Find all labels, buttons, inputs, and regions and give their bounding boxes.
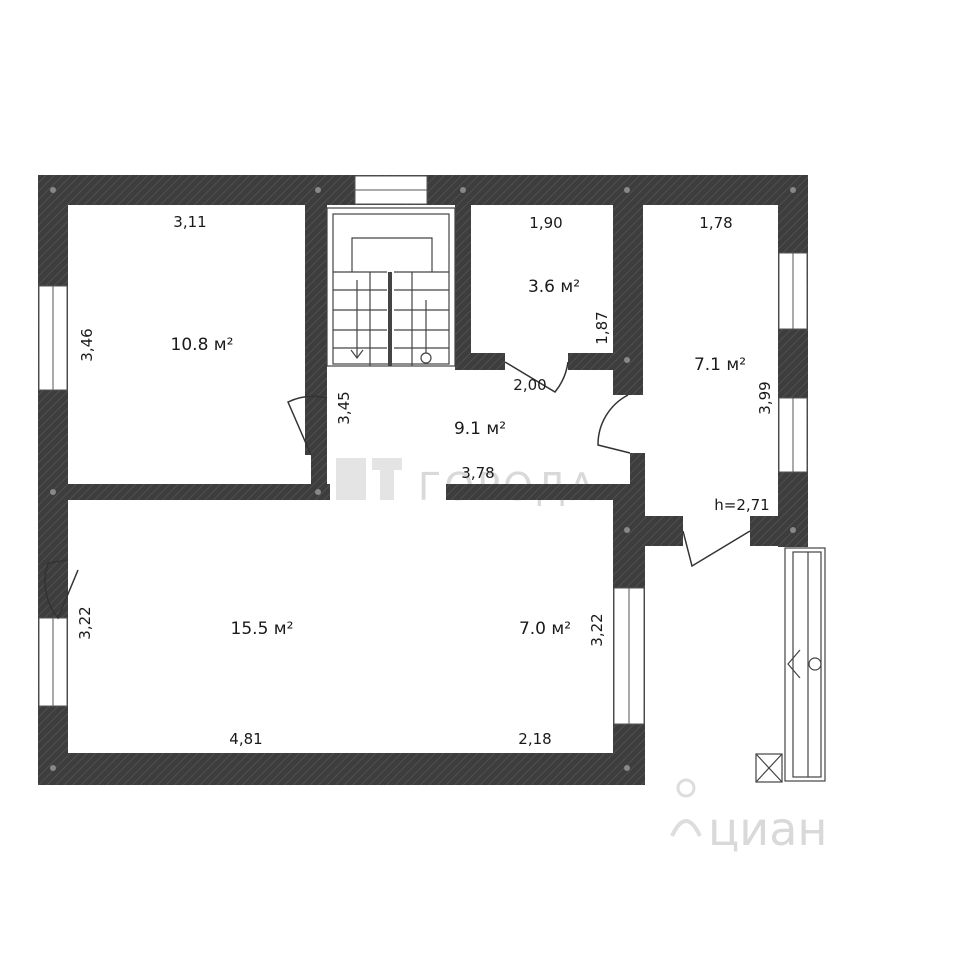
door-right-bottom (682, 530, 751, 568)
inner-wall-mid-right (446, 484, 645, 500)
balcony (755, 547, 826, 783)
outer-wall-bottom (38, 753, 645, 785)
door-right-room (597, 394, 631, 454)
stair-start-marker (420, 352, 432, 364)
depth-small-room: 1,87 (593, 311, 611, 344)
width-room-bottom-left: 4,81 (229, 730, 262, 748)
balcony-vent (755, 753, 783, 783)
inner-wall-right-room-lower (630, 453, 645, 500)
width-room-bottom-right: 2,18 (518, 730, 551, 748)
wall-joint-dots (50, 187, 796, 771)
door-top-left-room (287, 395, 328, 456)
area-small-room: 3.6 м² (528, 277, 580, 297)
door-entrance-left (44, 559, 79, 620)
doors (44, 361, 751, 620)
windows (38, 175, 808, 725)
area-room-right: 7.1 м² (694, 355, 746, 375)
width-stair-hall: 3,78 (461, 464, 494, 482)
area-stair-hall: 9.1 м² (454, 419, 506, 439)
width-room-right: 1,78 (699, 214, 732, 232)
door-width-small-room: 2,00 (513, 376, 546, 394)
area-room-bottom-left: 15.5 м² (231, 619, 294, 639)
width-small-room: 1,90 (529, 214, 562, 232)
room-labels: 10.8 м² 3,11 3,46 9.1 м² 3,78 3,45 3.6 м… (76, 213, 774, 748)
inner-wall-mid-left (38, 484, 330, 500)
inner-wall-right-bottom-b (750, 516, 808, 546)
inner-wall-right-bottom-a (645, 516, 683, 546)
inner-wall-stair-right (455, 175, 471, 370)
outer-wall-right (778, 175, 808, 547)
staircase (326, 207, 456, 367)
area-bedroom-top-left: 10.8 м² (171, 335, 234, 355)
inner-wall-small-bottom-a (455, 353, 505, 370)
door-small-room (504, 361, 569, 393)
depth-room-bottom-right: 3,22 (588, 613, 606, 646)
depth-room-right: 3,99 (756, 381, 774, 414)
ceiling-height: h=2,71 (714, 496, 769, 514)
balcony-marker (808, 657, 822, 671)
portal-watermark: циан (670, 778, 827, 856)
area-room-bottom-right: 7.0 м² (519, 619, 571, 639)
inner-wall-stair-left (305, 175, 327, 455)
depth-stair-hall: 3,45 (335, 391, 353, 424)
width-bedroom-top-left: 3,11 (173, 213, 206, 231)
depth-room-bottom-left: 3,22 (76, 606, 94, 639)
depth-bedroom-top-left: 3,46 (78, 328, 96, 361)
portal-watermark-text: циан (708, 802, 827, 856)
